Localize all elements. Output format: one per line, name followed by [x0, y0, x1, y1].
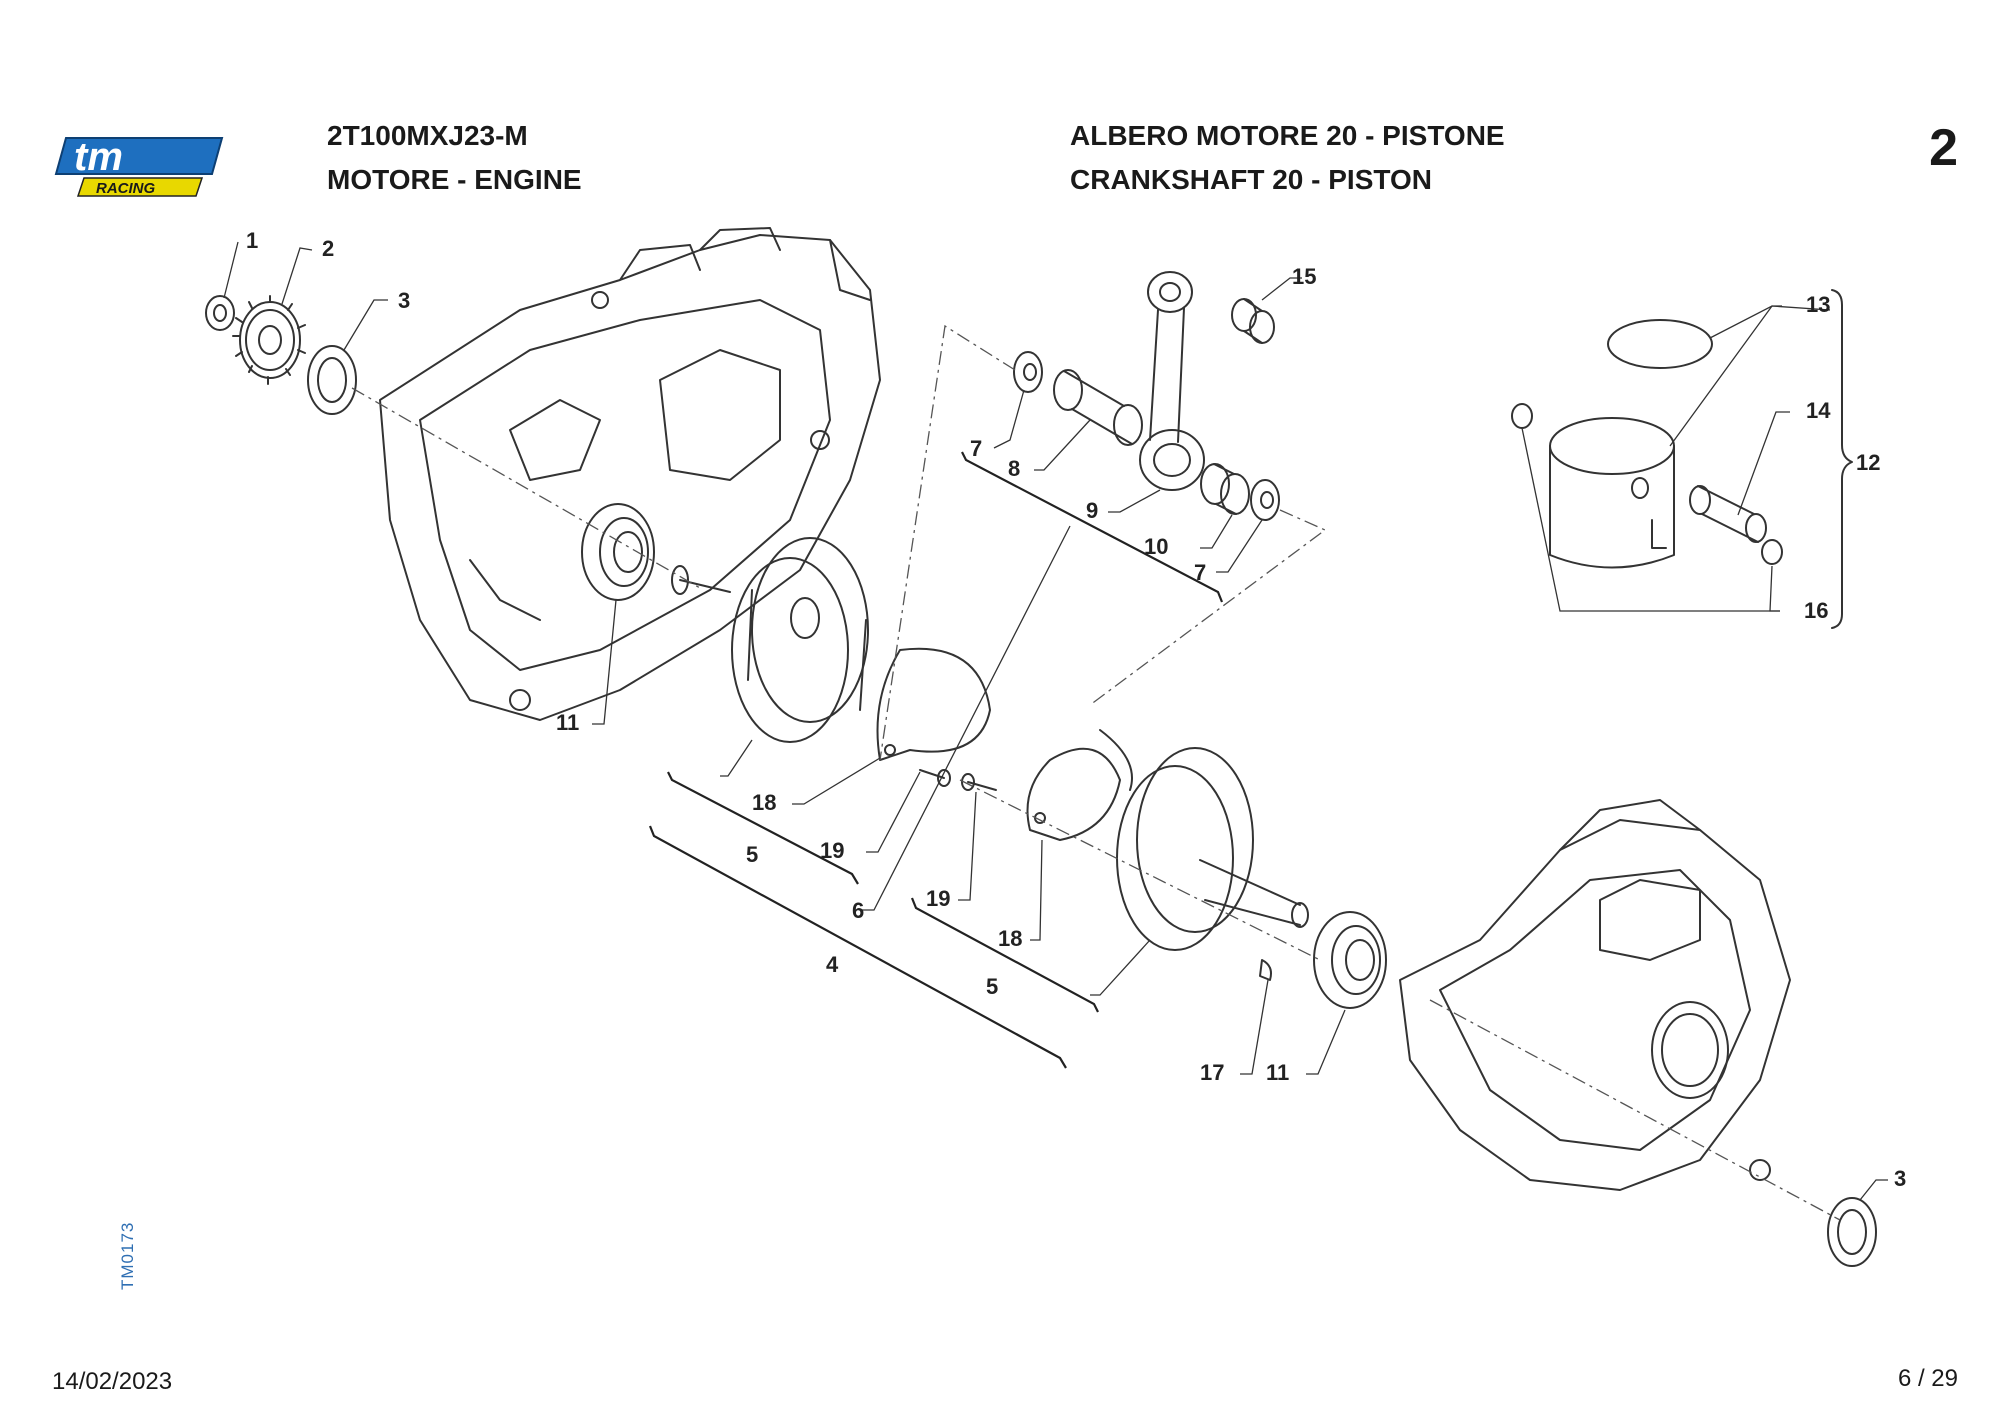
callout-12: 12	[1856, 450, 1880, 475]
callout-7-bottom: 7	[1194, 560, 1206, 585]
left-balance-shim-part-18	[876, 647, 991, 761]
screw-part-19-left	[919, 769, 951, 787]
bracket-part-5-left	[667, 771, 859, 885]
oil-seal-part-3-right	[1827, 1197, 1877, 1267]
callout-3-top: 3	[398, 288, 410, 313]
model-code: 2T100MXJ23-M	[327, 120, 528, 151]
right-balance-shim-part-18	[1026, 729, 1133, 841]
bracket-part-5-right	[910, 897, 1099, 1013]
right-flywheel-part-5	[1116, 747, 1309, 951]
callout-11-left: 11	[556, 710, 579, 735]
oil-seal-part-3-left	[307, 345, 357, 415]
bracket-parts-7-10	[961, 451, 1224, 603]
callout-19-left: 19	[820, 838, 844, 863]
connecting-rod-part-9	[1139, 271, 1205, 491]
callout-4: 4	[826, 952, 839, 977]
main-bearing-part-11-right	[1313, 911, 1387, 1009]
print-date: 14/02/2023	[52, 1368, 173, 1395]
callout-15: 15	[1292, 264, 1316, 289]
page-counter: 6 / 29	[1897, 1365, 1958, 1392]
woodruff-key-part-17	[1259, 959, 1272, 981]
callout-1: 1	[246, 228, 258, 253]
guide-line-right-seal	[1429, 999, 1841, 1221]
tm-racing-logo: tm RACING	[52, 130, 227, 202]
callout-5-left: 5	[746, 842, 758, 867]
callout-6: 6	[852, 898, 864, 923]
callout-5-right: 5	[986, 974, 998, 999]
right-crankcase-drawing	[1399, 799, 1791, 1191]
bracket-part-4	[648, 825, 1067, 1069]
left-crankcase-drawing	[379, 227, 881, 721]
callout-10: 10	[1144, 534, 1168, 559]
piston-pin-part-14	[1689, 485, 1767, 543]
screw-part-19-right	[961, 773, 997, 791]
needle-bearing-part-10	[1200, 463, 1250, 515]
piston-assembly-part-12	[1549, 417, 1675, 569]
guide-line-left-shaft	[351, 387, 701, 589]
crank-pin-part-8	[1053, 369, 1143, 446]
guide-line-right-shaft	[959, 779, 1321, 961]
callout-17: 17	[1200, 1060, 1224, 1085]
callout-11-right: 11	[1266, 1060, 1289, 1085]
guide-line-connecting-rod-left	[879, 324, 1016, 761]
nut-part-1	[205, 295, 235, 331]
bracket-part-12	[1831, 289, 1853, 629]
callout-3-bottom: 3	[1894, 1166, 1906, 1191]
page-number: 2	[1929, 119, 1958, 177]
svg-text:tm: tm	[74, 135, 123, 179]
callout-18-left: 18	[752, 790, 776, 815]
drawing-code: TM0173	[118, 1221, 137, 1290]
group-title-english: CRANKSHAFT 20 - PISTON	[1070, 164, 1432, 195]
main-bearing-part-11-left	[581, 503, 655, 601]
section-title: MOTORE - ENGINE	[327, 164, 582, 195]
group-title-italian: ALBERO MOTORE 20 - PISTONE	[1070, 120, 1505, 151]
callout-18-right: 18	[998, 926, 1022, 951]
callout-9: 9	[1086, 498, 1098, 523]
callout-2: 2	[322, 236, 334, 261]
callout-8: 8	[1008, 456, 1020, 481]
gear-part-2	[232, 295, 306, 385]
guide-line-connecting-rod-right	[1089, 509, 1327, 706]
thrust-washer-part-7-bottom	[1250, 479, 1280, 521]
callout-14: 14	[1806, 398, 1831, 423]
small-end-bearing-part-15	[1231, 298, 1275, 344]
callout-7-top: 7	[970, 436, 982, 461]
svg-text:RACING: RACING	[96, 180, 155, 197]
thrust-washer-part-7-top	[1013, 351, 1043, 393]
callout-19-right: 19	[926, 886, 950, 911]
piston-ring-part-13	[1607, 319, 1713, 369]
left-flywheel-part-5	[671, 537, 869, 743]
callout-16: 16	[1804, 598, 1828, 623]
callout-13: 13	[1806, 292, 1830, 317]
